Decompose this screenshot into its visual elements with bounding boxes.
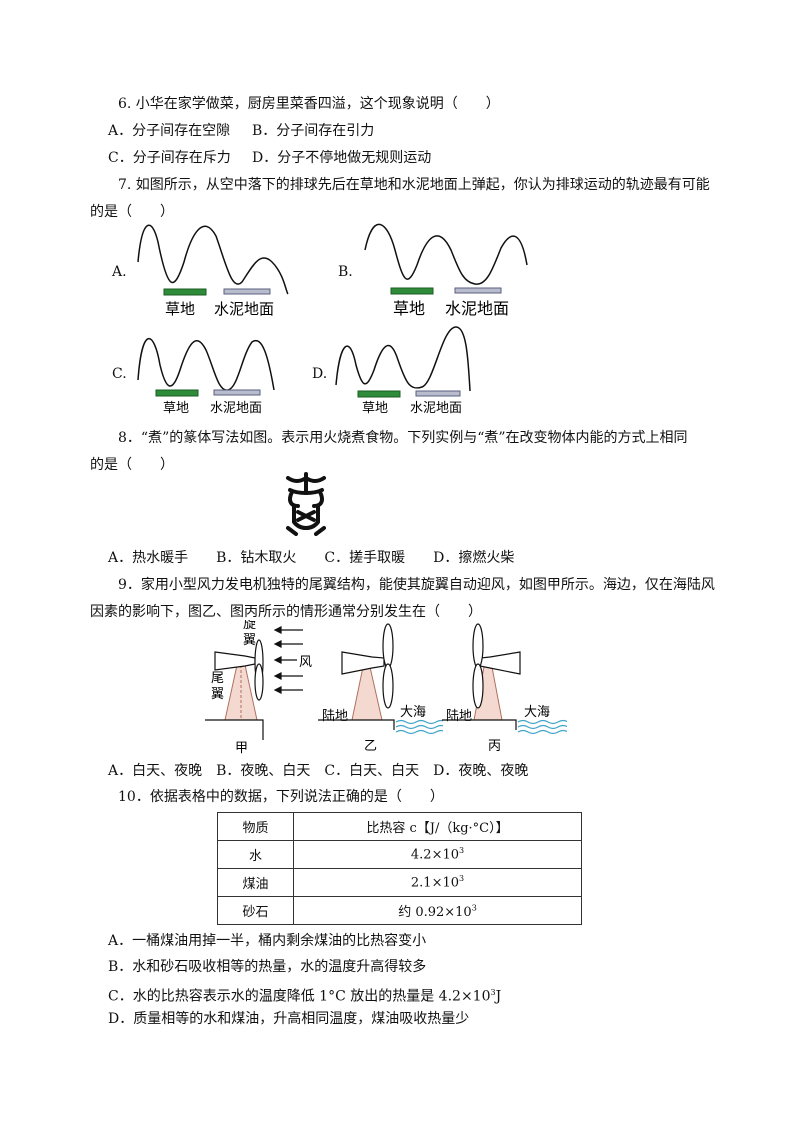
q7c-grass-label: 草地 (163, 401, 189, 416)
q7-option-d-label: D. (312, 366, 328, 382)
jia-nacelle-tail (214, 651, 256, 671)
bing-sea-waves (517, 719, 567, 735)
q7-figure-d: 草地 水泥地面 (335, 326, 471, 416)
q7-option-b-label: B. (338, 264, 353, 280)
yi-land-label: 陆地 (322, 708, 348, 724)
q9-figure-yi: 陆地 大海 乙 (318, 623, 443, 752)
q7d-grass-bar (357, 390, 401, 398)
q9-options: A．白天、夜晚 B．夜晚、白天 C．白天、白天 D．夜晚、夜晚 (108, 763, 529, 779)
q7b-trajectory (364, 223, 528, 285)
q7c-grass-bar (155, 389, 199, 397)
q6-option-c: C．分子间存在斥力 (108, 150, 231, 166)
bing-sea-label: 大海 (524, 705, 550, 720)
table-cell-name: 砂石 (217, 896, 294, 925)
q8-stem-line2: 的是（ ） (90, 457, 174, 473)
q8-stem-line1: 8．“煮”的篆体写法如图。表示用火烧煮食物。下列实例与“煮”在改变物体内能的方式… (118, 430, 688, 446)
q7-option-c-label: C. (112, 366, 127, 382)
yi-pole (351, 666, 383, 721)
q7b-cement-label: 水泥地面 (445, 299, 509, 318)
q7-option-a-label: A. (112, 264, 127, 280)
q6-option-a: A．分子间存在空隙 (108, 123, 231, 139)
q10-option-c: C．水的比热容表示水的温度降低 1°C 放出的热量是 4.2×103J (108, 988, 502, 1005)
jia-tail-label-2: 翼 (211, 687, 224, 702)
table-row: 煤油 2.1×103 (217, 868, 582, 897)
q10-option-a: A．一桶煤油用掉一半，桶内剩余煤油的比热容变小 (108, 933, 427, 949)
q7-stem-line2: 的是（ ） (90, 204, 174, 220)
q7a-cement-label: 水泥地面 (214, 300, 274, 318)
q6-stem: 6. 小华在家学做菜，厨房里菜香四溢，这个现象说明（ ） (118, 96, 500, 112)
table-cell-name: 煤油 (217, 868, 294, 897)
bing-land-label: 陆地 (446, 708, 472, 724)
q7a-trajectory (137, 224, 289, 295)
q7a-grass-label: 草地 (165, 300, 195, 318)
table-cell-value: 2.1×103 (293, 868, 582, 897)
yi-rotor-bottom (382, 663, 394, 709)
q7d-cement-bar (415, 390, 461, 397)
q10-stem: 10．依据表格中的数据，下列说法正确的是（ ） (118, 789, 444, 805)
table-row: 水 4.2×103 (217, 840, 582, 869)
q7d-trajectory (335, 326, 471, 392)
q7-figure-b: 草地 水泥地面 (364, 223, 528, 318)
table-header-substance: 物质 (217, 812, 294, 841)
q7d-grass-label: 草地 (362, 401, 388, 416)
specific-heat-table: 物质 比热容 c【J/（kg·°C）】 水 4.2×103 煤油 2.1×103… (217, 812, 582, 925)
q7b-cement-bar (454, 287, 502, 294)
bing-ground (442, 719, 517, 730)
jia-wind-arrows (273, 626, 303, 694)
jia-ground (205, 719, 264, 740)
q7c-cement-bar (213, 389, 261, 396)
q6-option-d: D．分子不停地做无规则运动 (252, 150, 432, 166)
jia-wind-label: 风 (299, 655, 312, 670)
table-cell-value: 4.2×103 (293, 840, 582, 869)
yi-ground (318, 719, 395, 730)
table-cell-name: 水 (217, 840, 294, 869)
jia-rotor-label-2: 翼 (243, 633, 256, 648)
bing-rotor-bottom (472, 663, 484, 709)
q10-option-b: B．水和砂石吸收相等的热量，水的温度升高得较多 (108, 959, 427, 975)
q9-stem-line1: 9．家用小型风力发电机独特的尾翼结构，能使其旋翼自动迎风，如图甲所示。海边，仅在… (118, 577, 715, 593)
jia-rotor-bottom (254, 663, 264, 701)
q7d-cement-label: 水泥地面 (410, 401, 462, 416)
q9-figure-jia: 旋 翼 风 尾 翼 甲 (205, 620, 312, 755)
q7a-grass-bar (163, 288, 207, 296)
table-header-row: 物质 比热容 c【J/（kg·°C）】 (217, 812, 582, 841)
table-cell-value: 约 0.92×103 (293, 896, 582, 925)
q7-figure-c: 草地 水泥地面 (137, 337, 275, 416)
seal-script-zhu-glyph (286, 472, 326, 536)
q10-option-d: D．质量相等的水和煤油，升高相同温度，煤油吸收热量少 (108, 1011, 470, 1027)
q8-options: A．热水暖手 B．钻木取火 C．搓手取暖 D．擦燃火柴 (108, 550, 515, 566)
q7c-cement-label: 水泥地面 (210, 401, 262, 416)
yi-nacelle-tail (341, 651, 385, 675)
q6-option-b: B．分子间存在引力 (252, 123, 375, 139)
jia-caption: 甲 (235, 741, 248, 755)
yi-sea-waves (395, 719, 443, 735)
bing-rotor-top (472, 623, 484, 669)
table-header-specific-heat: 比热容 c【J/（kg·°C）】 (293, 812, 582, 841)
jia-rotor-label-1: 旋 (243, 620, 256, 632)
q7b-grass-label: 草地 (393, 299, 425, 318)
q9-stem-line2: 因素的影响下，图乙、图丙所示的情形通常分别发生在（ ） (90, 604, 482, 620)
yi-caption: 乙 (364, 739, 377, 752)
yi-sea-label: 大海 (400, 705, 426, 720)
q7a-cement-bar (223, 288, 271, 295)
q7-stem-line1: 7. 如图所示，从空中落下的排球先后在草地和水泥地面上弹起，你认为排球运动的轨迹… (118, 177, 710, 193)
q9-figure-bing: 陆地 大海 丙 (442, 623, 567, 752)
yi-rotor-top (382, 623, 394, 669)
q7b-grass-bar (390, 287, 434, 295)
q7-figure-a: 草地 水泥地面 (137, 224, 289, 318)
q7c-trajectory (137, 337, 275, 391)
table-row: 砂石 约 0.92×103 (217, 896, 582, 925)
bing-caption: 丙 (488, 739, 501, 752)
jia-tail-label-1: 尾 (211, 671, 224, 686)
